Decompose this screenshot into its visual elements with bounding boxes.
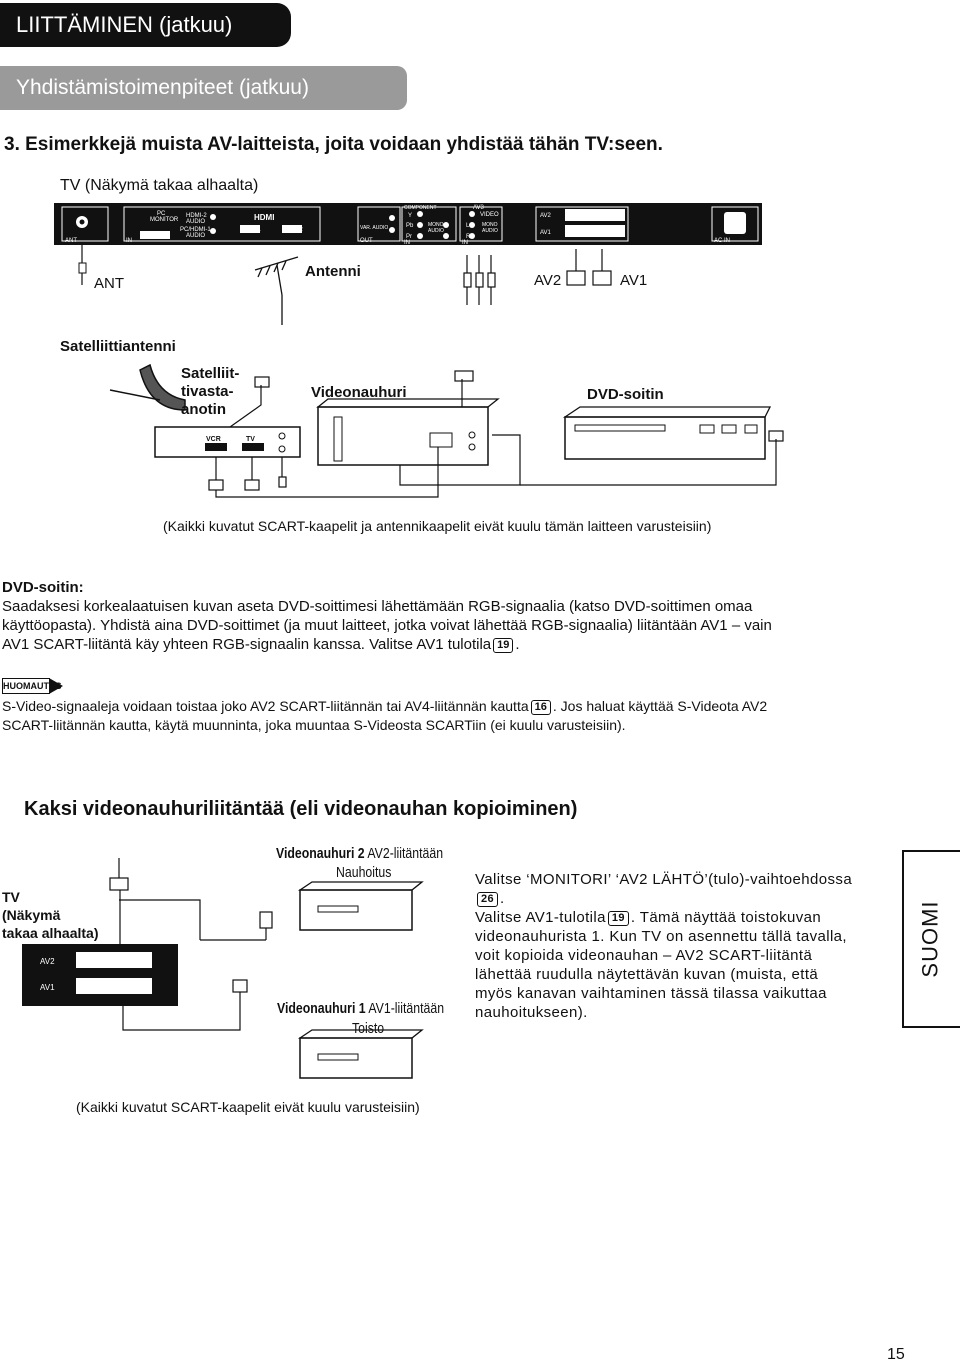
- svg-text:AUDIO: AUDIO: [482, 228, 498, 234]
- label-dvd: DVD-soitin: [587, 386, 664, 403]
- svg-text:HDMI-2: HDMI-2: [282, 227, 303, 233]
- page-ref-19b: 19: [607, 910, 629, 926]
- svg-text:HDMI-2: HDMI-2: [186, 213, 207, 219]
- page-ref-16: 16: [530, 699, 551, 715]
- svg-text:COMPONENT: COMPONENT: [404, 205, 437, 211]
- svg-text:AV2: AV2: [40, 957, 55, 966]
- label-ant: ANT: [94, 275, 124, 292]
- page-number: 15: [887, 1346, 905, 1363]
- page-header-subtitle: Yhdistämistoimenpiteet (jatkuu): [0, 66, 407, 110]
- vcr2-sub: Nauhoitus: [336, 864, 392, 881]
- label-av2: AV2: [534, 272, 562, 289]
- note-tag: HUOMAUTUS: [2, 678, 63, 694]
- svg-text:TV: TV: [246, 436, 255, 443]
- page-header-title: LIITTÄMINEN (jatkuu): [0, 3, 291, 47]
- svg-text:Pr: Pr: [406, 234, 412, 240]
- svg-text:OUT: OUT: [360, 238, 373, 244]
- svg-text:HDMI: HDMI: [254, 213, 274, 222]
- svg-text:PC: PC: [157, 211, 166, 217]
- svg-text:AUDIO: AUDIO: [186, 233, 205, 239]
- svg-text:AUDIO: AUDIO: [428, 228, 444, 234]
- svg-text:AUDIO: AUDIO: [186, 219, 205, 225]
- connection-diagram: ANT IN PC MONITOR HDMI-2 AUDIO PC/HDMI-1…: [54, 203, 784, 498]
- svg-text:PC/HDMI-1: PC/HDMI-1: [180, 227, 211, 233]
- section2-note: (Kaikki kuvatut SCART-kaapelit eivät kuu…: [76, 1099, 420, 1115]
- label-av1: AV1: [620, 272, 648, 289]
- svg-text:AV1: AV1: [540, 230, 552, 236]
- dvd-section: DVD-soitin: Saadaksesi korkealaatuisen k…: [2, 578, 772, 654]
- section2-heading: Kaksi videonauhuriliitäntää (eli videona…: [24, 798, 578, 820]
- diagram1-note: (Kaikki kuvatut SCART-kaapelit ja antenn…: [163, 518, 712, 534]
- svg-text:IN: IN: [462, 240, 468, 246]
- svg-text:AC IN: AC IN: [714, 238, 730, 244]
- note-section: S-Video-signaaleja voidaan toistaa joko …: [2, 698, 768, 733]
- label-satellite-receiver: Satelliit- tivasta- anotin: [181, 365, 240, 418]
- antenna-icon: [254, 256, 299, 325]
- panel-ant-label: ANT: [65, 238, 77, 244]
- section2-tv-label: TV (Näkymä takaa alhaalta): [2, 889, 99, 941]
- svg-text:HDMI-1: HDMI-1: [240, 227, 261, 233]
- svg-text:Y: Y: [408, 213, 412, 219]
- vcr1-device: [299, 1037, 413, 1079]
- vcr-device: [317, 406, 489, 466]
- svg-text:Pb: Pb: [406, 223, 414, 229]
- label-vcr: Videonauhuri: [311, 384, 407, 401]
- svg-text:MONO: MONO: [428, 222, 444, 228]
- vcr-copy-diagram: AV2 AV1: [22, 858, 424, 1079]
- language-tab-frame: [902, 850, 960, 1028]
- tv-rear-caption: TV (Näkymä takaa alhaalta): [60, 177, 259, 194]
- satellite-dish-icon: [109, 363, 186, 411]
- step3-heading: 3. Esimerkkejä muista AV-laitteista, joi…: [4, 134, 663, 155]
- svg-text:AV3: AV3: [473, 205, 485, 211]
- svg-text:VCR: VCR: [206, 436, 221, 443]
- svg-text:R: R: [466, 234, 471, 240]
- svg-text:VAR. AUDIO: VAR. AUDIO: [360, 225, 388, 231]
- dvd-heading: DVD-soitin:: [2, 579, 84, 596]
- page-ref-19: 19: [493, 637, 514, 653]
- svg-text:MONITOR: MONITOR: [150, 217, 179, 223]
- svg-text:VIDEO: VIDEO: [480, 212, 499, 218]
- svg-text:IN: IN: [126, 238, 132, 244]
- dvd-line1: Saadaksesi korkealaatuisen kuvan aseta D…: [2, 598, 753, 615]
- label-satellite-antenna: Satelliittiantenni: [60, 338, 176, 355]
- svg-text:AV2: AV2: [540, 213, 552, 219]
- label-antenni: Antenni: [305, 263, 361, 280]
- page-ref-26: 26: [477, 891, 499, 907]
- dvd-line3: AV1 SCART-liitäntä käy yhteen RGB-signaa…: [2, 636, 520, 653]
- tv-rear-panel: [54, 203, 762, 245]
- svg-text:L: L: [466, 223, 470, 229]
- satellite-receiver-box: [154, 426, 301, 458]
- vcr1-sub: Toisto: [352, 1020, 385, 1037]
- svg-text:AV1: AV1: [40, 983, 55, 992]
- dvd-player-device: [564, 416, 766, 460]
- vcr1-label: Videonauhuri 1 AV1-liitäntään: [277, 1000, 445, 1017]
- language-tab: SUOMI: [918, 900, 943, 978]
- svg-text:IN: IN: [404, 240, 410, 246]
- section2-description: Valitse ‘MONITORI’ ‘AV2 LÄHTÖ’(tulo)-vai…: [475, 871, 853, 1021]
- vcr2-device: [299, 889, 413, 931]
- dvd-line2: käyttöopasta). Yhdistä aina DVD-soittime…: [2, 617, 772, 634]
- svg-text:MONO: MONO: [482, 222, 498, 228]
- vcr2-label: Videonauhuri 2 AV2-liitäntään: [276, 845, 444, 862]
